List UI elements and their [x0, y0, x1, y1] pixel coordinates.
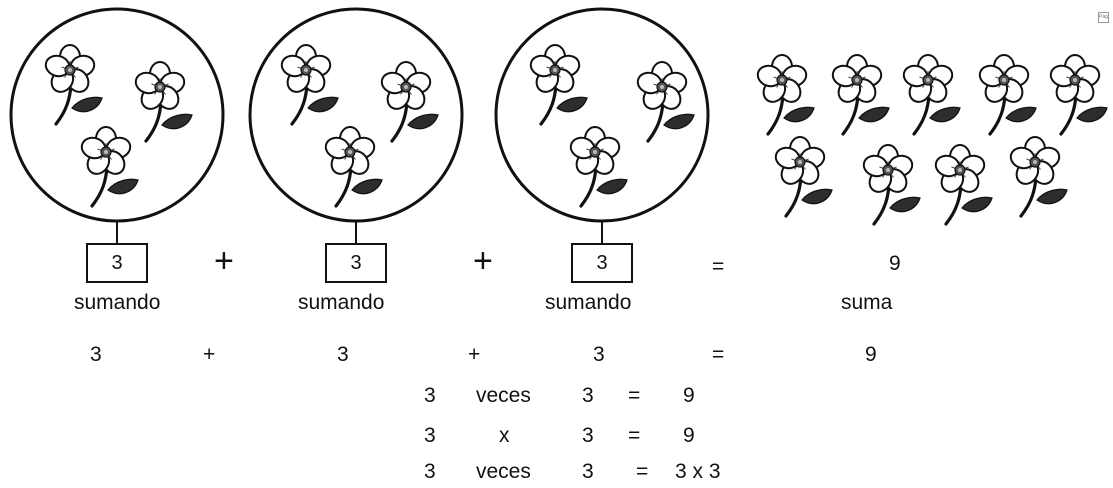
result-flowers — [753, 53, 1109, 226]
statement-operator: x — [499, 424, 510, 447]
statement-word: veces — [476, 384, 531, 407]
plus-sign: + — [214, 242, 234, 280]
addend-box-2: 3 — [325, 243, 387, 283]
row-operator: = — [712, 343, 725, 366]
flower — [899, 53, 962, 136]
flower — [633, 60, 696, 143]
sum-label: suma — [841, 291, 893, 314]
statement-equals: = — [636, 460, 649, 483]
row-term: 3 — [337, 343, 349, 366]
row-operator: + — [203, 343, 216, 366]
flower — [321, 125, 384, 208]
statement-term: 3 — [424, 384, 436, 407]
equals-sign: = — [712, 255, 725, 278]
addend-label-2: sumando — [298, 291, 385, 314]
statement-term: 3 — [424, 460, 436, 483]
group-1 — [9, 7, 225, 243]
addend-label-1: sumando — [74, 291, 161, 314]
row-result: 9 — [865, 343, 877, 366]
statement-term: 3 — [582, 424, 594, 447]
statement-result: 9 — [683, 424, 695, 447]
statement-term: 3 — [582, 384, 594, 407]
flower — [77, 125, 140, 208]
statement-word: veces — [476, 460, 531, 483]
addend-label-3: sumando — [545, 291, 632, 314]
row-term: 3 — [593, 343, 605, 366]
group-2 — [248, 7, 464, 243]
plus-sign: + — [473, 242, 493, 280]
group-3 — [494, 7, 710, 243]
addend-box-3: 3 — [571, 243, 633, 283]
statement-result: 9 — [683, 384, 695, 407]
addend-box-1: 3 — [86, 243, 148, 283]
flower — [377, 60, 440, 143]
flower — [566, 125, 629, 208]
row-operator: + — [468, 343, 481, 366]
flower — [131, 60, 194, 143]
row-term: 3 — [90, 343, 102, 366]
flower — [931, 143, 994, 226]
flower — [1006, 135, 1069, 218]
flower — [859, 143, 922, 226]
flower — [526, 43, 589, 126]
statement-term: 3 — [582, 460, 594, 483]
statement-equals: = — [628, 384, 641, 407]
page-corner-label: Pág — [1098, 12, 1109, 23]
flower — [277, 43, 340, 126]
statement-equals: = — [628, 424, 641, 447]
flower — [753, 53, 816, 136]
flower — [1046, 53, 1109, 136]
flower — [41, 43, 104, 126]
statement-term: 3 — [424, 424, 436, 447]
statement-result: 3 x 3 — [675, 460, 721, 483]
flower — [828, 53, 891, 136]
flower — [771, 135, 834, 218]
result-value: 9 — [889, 252, 901, 275]
flower — [975, 53, 1038, 136]
